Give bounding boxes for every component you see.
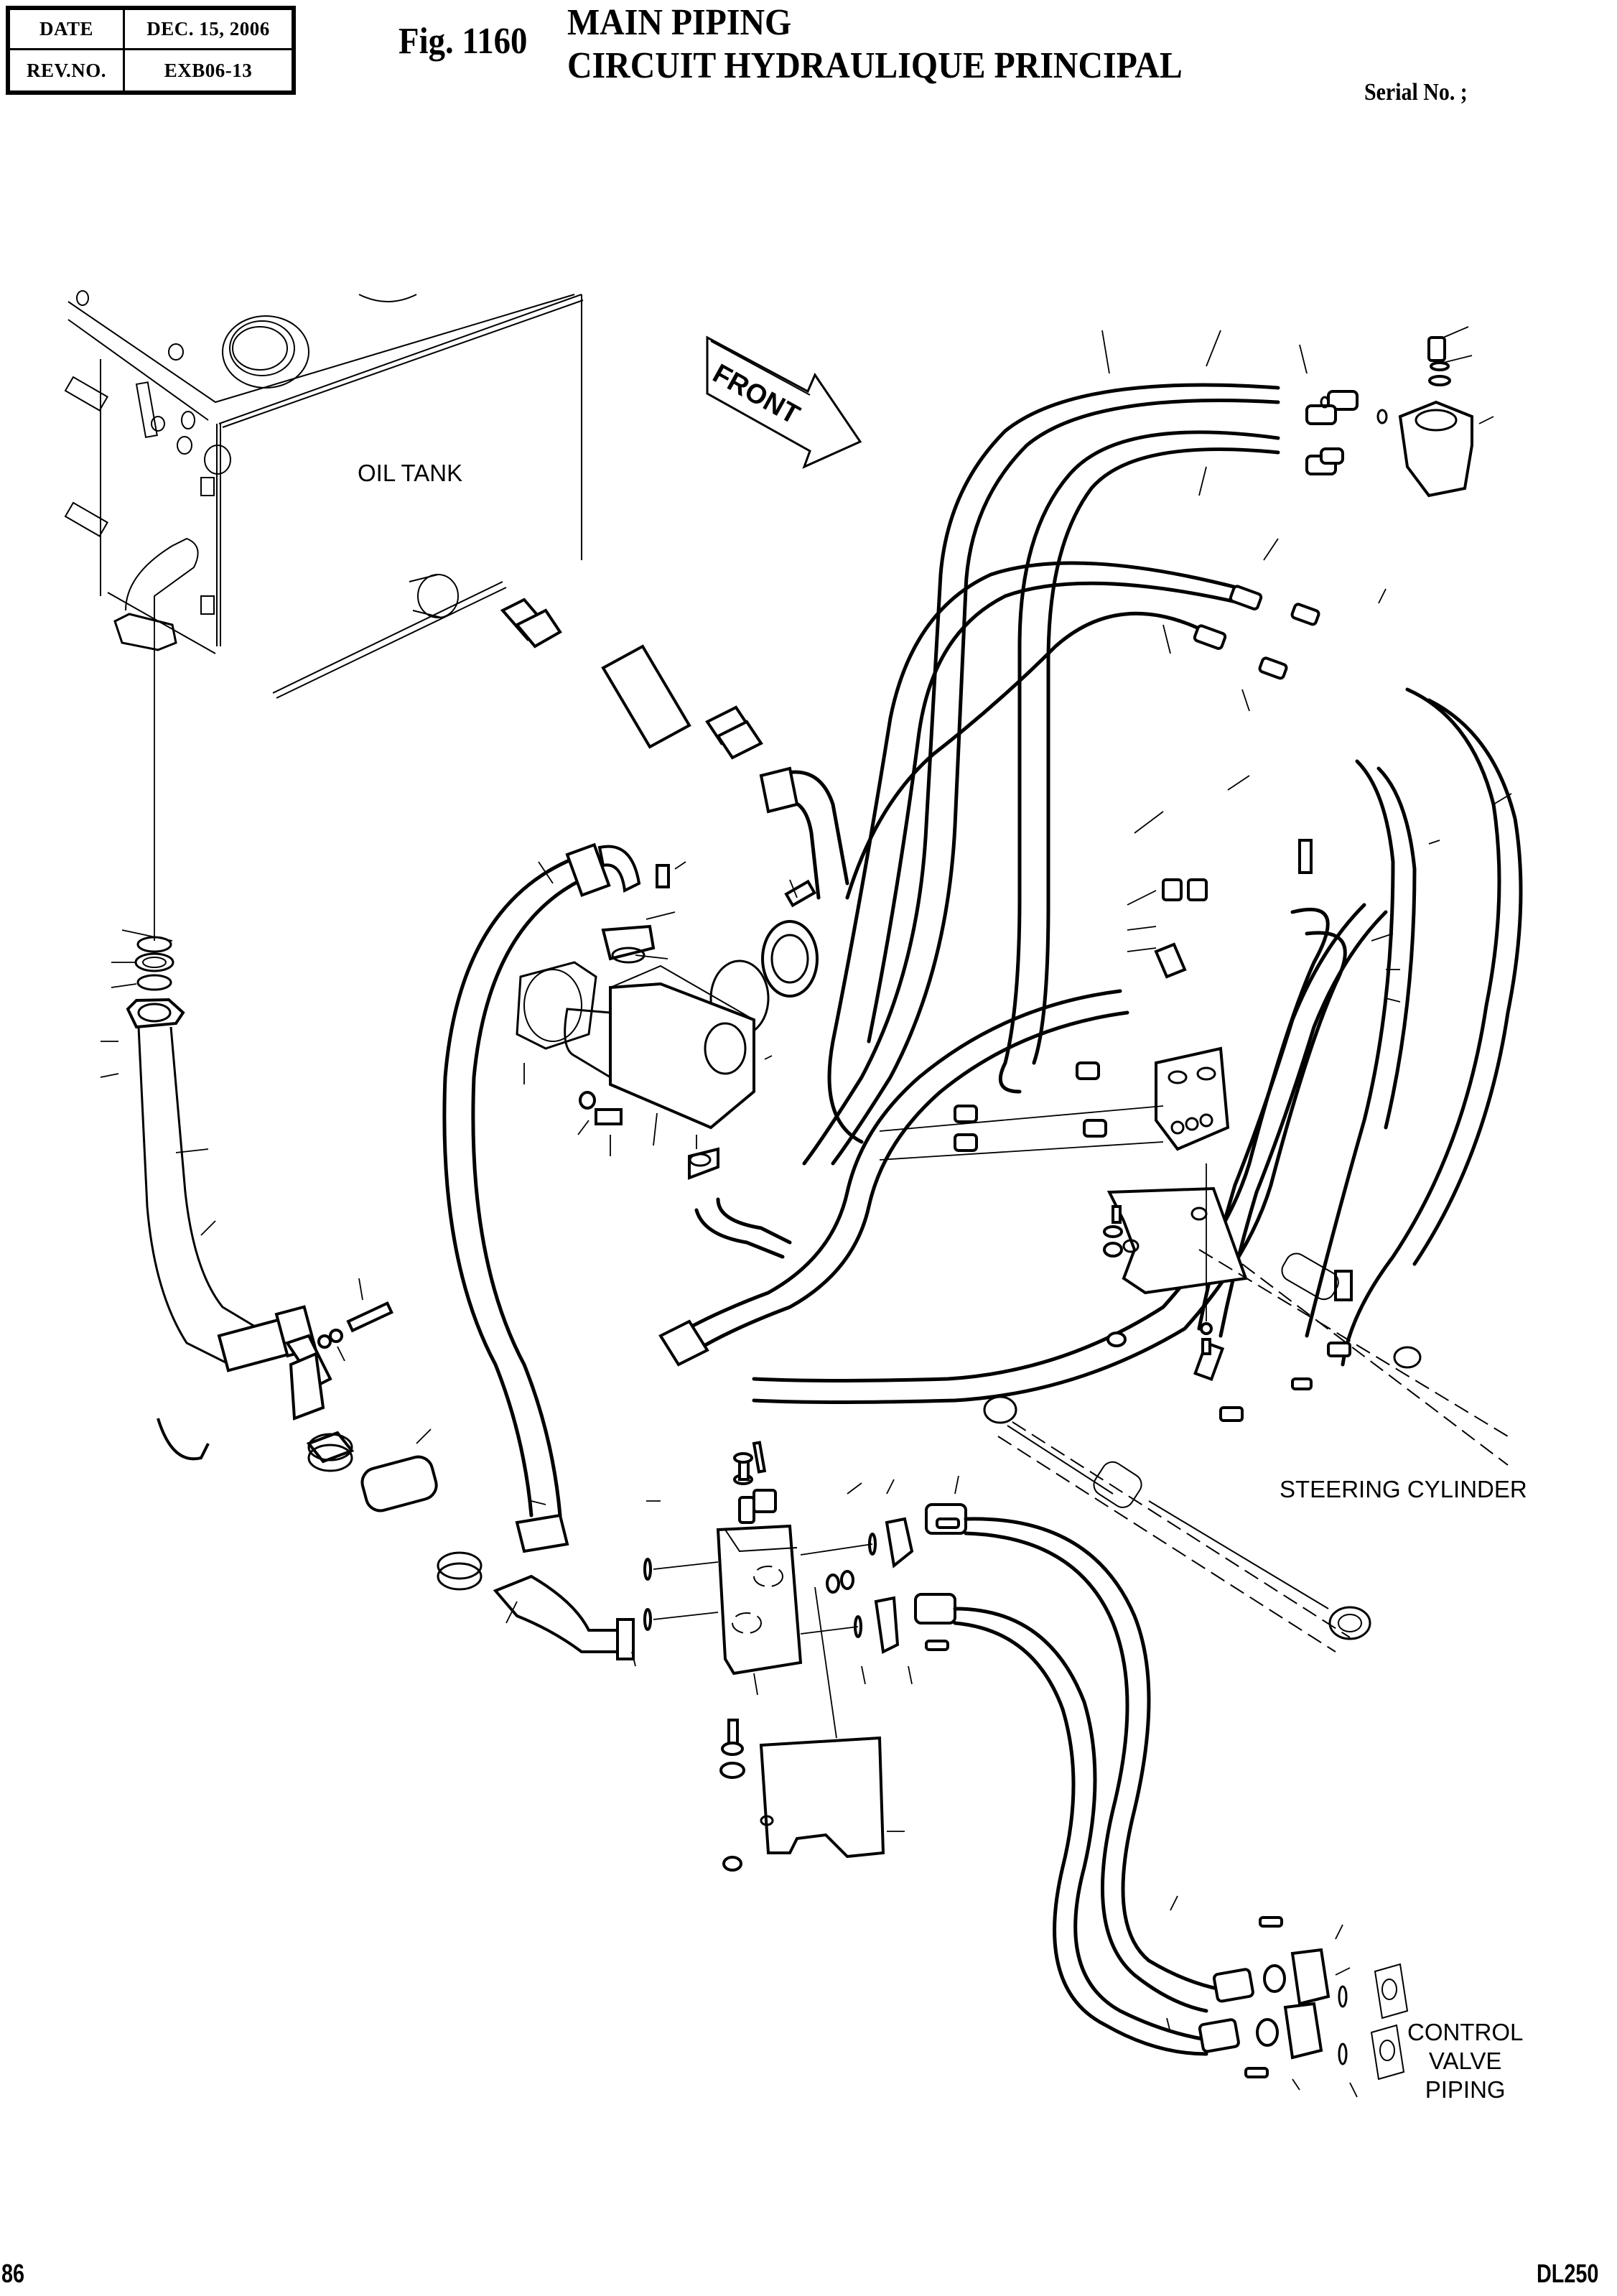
steering-cylinder [983,1249,1509,1653]
revision-value: EXB06-13 [164,59,253,81]
oil-tank [64,290,584,699]
steering-hoses-upper [802,383,1320,1166]
control-valve-label-line3: PIPING [1425,2076,1506,2103]
valve-block [643,1441,967,1675]
model-number: DL250 [1537,2259,1599,2288]
date-label: DATE [10,10,125,50]
control-valve-label-line2: VALVE [1428,2048,1502,2074]
steering-unit [1305,336,1473,498]
serial-number-label: Serial No. ; [1364,79,1468,106]
front-arrow: FRONT [706,335,862,469]
date-value: DEC. 15, 2006 [125,10,292,50]
steering-cylinder-label: STEERING CYLINDER [1280,1476,1527,1502]
revision-label: REV.NO. [10,50,125,90]
hydraulic-pump [516,864,792,1259]
title-block: DATE DEC. 15, 2006 REV.NO. EXB06-13 [6,6,296,95]
suction-hose-assembly [500,598,849,1037]
tube-clamps [157,1301,635,1660]
control-valve-piping-hoses [953,1517,1409,2081]
valve-feed-hoses [658,907,1347,1404]
valve-block-bracket [719,1586,885,1872]
control-valve-label-line1: CONTROL [1407,2019,1524,2045]
page-number: 86 [1,2259,25,2288]
callout-leader-lines [100,326,1512,2098]
figure-title-english: MAIN PIPING [567,2,792,43]
control-valve-piping-label: CONTROL VALVE PIPING [1407,2018,1523,2104]
figure-title-french: CIRCUIT HYDRAULIQUE PRINCIPAL [567,45,1183,86]
suction-tube-left [126,618,317,1372]
control-valve [879,839,1313,1161]
mounting-plate-center [1103,1163,1248,1355]
oil-tank-label: OIL TANK [358,460,463,486]
pump-outlet-hose [442,842,641,1553]
figure-number: Fig. 1160 [399,21,528,62]
front-arrow-label: FRONT [708,358,805,430]
